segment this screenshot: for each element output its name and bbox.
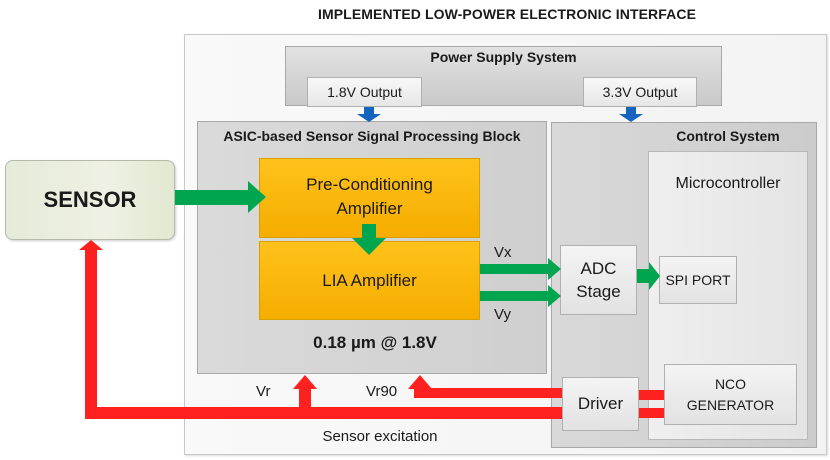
vr-label: Vr <box>256 383 271 400</box>
lia-amplifier-label: LIA Amplifier <box>322 271 417 290</box>
vx-label: Vx <box>494 244 512 261</box>
adc-to-spi-arrow <box>637 262 660 290</box>
pre-conditioning-label-line2: Amplifier <box>336 199 403 218</box>
nco-generator: NCO GENERATOR <box>664 364 797 425</box>
adc-label-line2: Stage <box>576 282 621 301</box>
asic-block-title: ASIC-based Sensor Signal Processing Bloc… <box>223 128 521 144</box>
pre-conditioning-label-line1: Pre-Conditioning <box>306 175 433 194</box>
power-supply-title: Power Supply System <box>430 49 577 65</box>
sensor-block: SENSOR <box>5 160 175 240</box>
excitation-vr90-line <box>408 375 562 398</box>
control-system-title: Control System <box>676 128 780 144</box>
output-1v8-box: 1.8V Output <box>307 77 422 107</box>
vy-label: Vy <box>494 306 511 323</box>
microcontroller-title: Microcontroller <box>675 175 781 192</box>
driver-label: Driver <box>577 394 624 413</box>
power-3v3-arrow <box>619 107 643 122</box>
vy-arrow <box>480 285 561 307</box>
driver-block: Driver <box>562 377 639 431</box>
output-3v3-box: 3.3V Output <box>583 77 697 107</box>
pre-conditioning-amplifier: Pre-Conditioning Amplifier <box>259 158 480 238</box>
precond-to-lia-arrow <box>352 224 386 255</box>
sensor-label: SENSOR <box>43 187 137 212</box>
sensor-to-precond-arrow <box>175 181 266 213</box>
spi-port: SPI PORT <box>659 256 737 304</box>
technology-node-label: 0.18 µm @ 1.8V <box>313 333 437 352</box>
nco-to-driver-line-bottom <box>639 408 664 418</box>
spi-port-label: SPI PORT <box>665 272 731 288</box>
adc-stage: ADC Stage <box>560 245 637 315</box>
diagram-title: IMPLEMENTED LOW-POWER ELECTRONIC INTERFA… <box>317 6 697 22</box>
nco-label-line2: GENERATOR <box>686 397 775 413</box>
nco-label-line1: NCO <box>714 376 747 392</box>
nco-to-driver-line-top <box>639 390 664 400</box>
vx-arrow <box>480 258 561 280</box>
vr90-label: Vr90 <box>366 383 398 400</box>
adc-label-line1: ADC <box>580 259 617 278</box>
power-1v8-arrow <box>357 107 381 122</box>
sensor-excitation-label: Sensor excitation <box>322 428 438 445</box>
